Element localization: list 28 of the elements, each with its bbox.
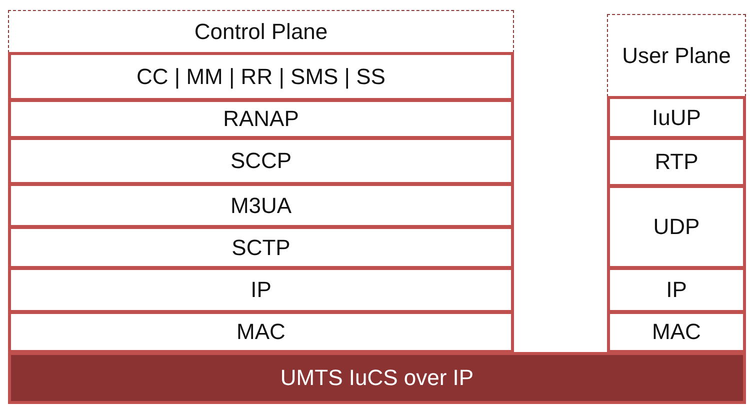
layer-label: IuUP: [652, 104, 701, 130]
layer-label: SCTP: [232, 234, 290, 260]
protocol-layer-box: [607, 96, 746, 139]
plane-header: [8, 10, 514, 53]
layer-label: IP: [666, 277, 687, 303]
layer-label: RANAP: [223, 106, 299, 132]
layer-label: CC | MM | RR | SMS | SS: [136, 64, 386, 90]
plane-header: [607, 14, 746, 97]
plane-title: User Plane: [622, 43, 731, 69]
protocol-layer-box: [607, 267, 746, 313]
layer-label: MAC: [652, 319, 701, 345]
layer-label: UMTS IuCS over IP: [280, 365, 474, 391]
layer-label: RTP: [654, 149, 698, 175]
layer-label: IP: [250, 277, 272, 303]
protocol-layer-box: [8, 267, 514, 313]
protocol-layer-box: [8, 99, 514, 139]
protocol-layer-box: [8, 226, 514, 269]
layer-label: UDP: [653, 214, 700, 240]
transport-bar: [8, 352, 746, 404]
plane-title: Control Plane: [194, 19, 328, 45]
protocol-layer-box: [8, 137, 514, 185]
layer-label: M3UA: [230, 192, 292, 218]
protocol-layer-box: [8, 183, 514, 228]
layer-label: MAC: [236, 319, 286, 345]
protocol-layer-box: [607, 137, 746, 187]
protocol-layer-box: [8, 52, 514, 101]
layer-label: SCCP: [230, 148, 292, 174]
protocol-layer-box: [607, 185, 746, 269]
